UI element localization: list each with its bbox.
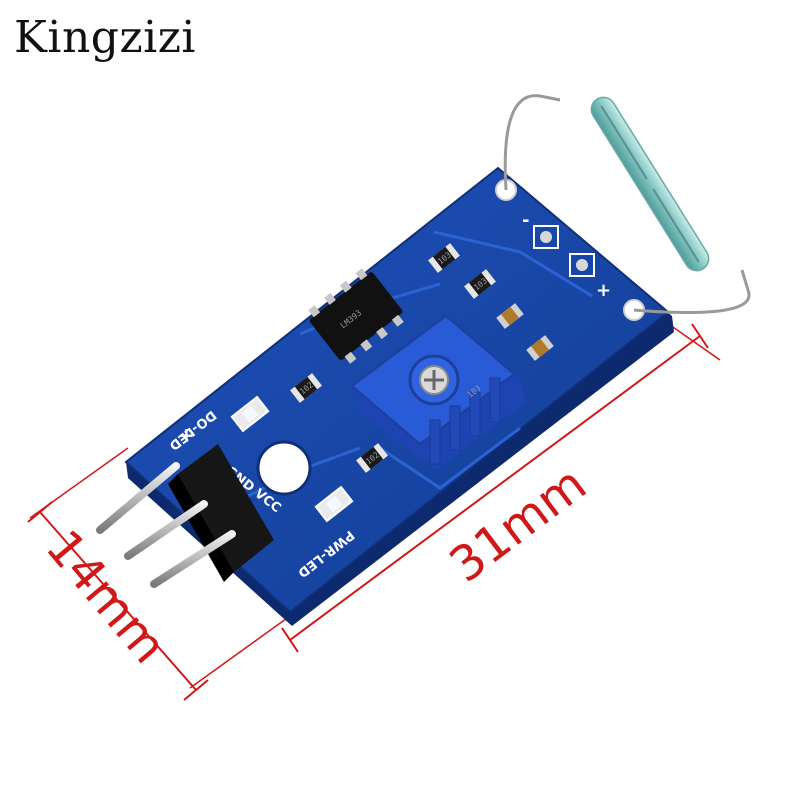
reed-switch: [503, 94, 751, 314]
resistor-3: 102: [290, 373, 322, 403]
pin-header: [96, 444, 274, 588]
resistor-2: 103: [464, 269, 496, 299]
reed-switch-pads: - +: [522, 210, 611, 301]
capacitor-2: [526, 335, 554, 361]
potentiometer: 103: [350, 314, 526, 470]
resistor-1: 103: [428, 243, 460, 273]
silk-minus: -: [522, 210, 529, 231]
width-dimension-label: 14mm: [35, 520, 177, 674]
do-led: [230, 395, 270, 433]
pwr-led: [314, 485, 354, 523]
silk-plus: +: [596, 280, 611, 301]
resistor-4: 102: [356, 443, 388, 473]
sensor-board: - + LM393 103 103 1: [96, 166, 674, 626]
comparator-ic: LM393: [308, 268, 404, 364]
silk-plus-left: +: [178, 423, 195, 447]
brand-logo-text: Kingzizi: [14, 12, 196, 63]
mounting-hole: [256, 440, 312, 496]
capacitor-1: [496, 303, 524, 329]
